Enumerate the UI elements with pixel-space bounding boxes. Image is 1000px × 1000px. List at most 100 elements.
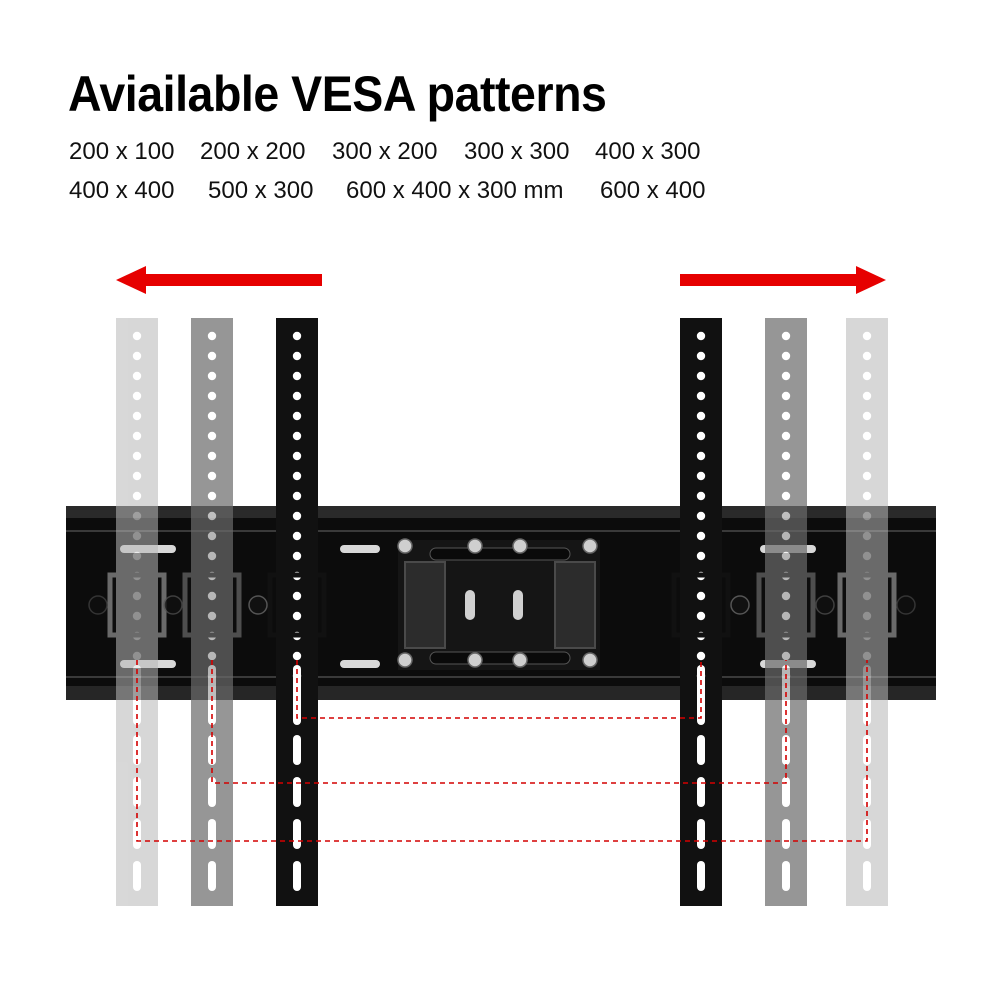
arm-hole [862,371,872,381]
arm-slot [697,777,705,807]
arm-hole [292,371,302,381]
bolt [467,652,483,668]
arm-hole [862,351,872,361]
arm-hole [207,611,217,621]
arm-hole [292,591,302,601]
vesa-pattern: 600 x 400 x 300 mm [346,177,564,204]
arm-hole [696,611,706,621]
lock-knob-icon [815,595,835,615]
arm-hole [292,411,302,421]
arm-hole [292,651,302,661]
arm-hole [862,471,872,481]
arm-hole [207,531,217,541]
arm-hook [671,572,731,638]
arm-hole [781,491,791,501]
lock-knob-icon [163,595,183,615]
arm-hole [292,351,302,361]
arm-hole [132,411,142,421]
arm-hole [292,431,302,441]
arm-hole [132,491,142,501]
plate-edge-line [66,530,936,532]
vertical-arm [756,318,835,906]
arm-hole [132,371,142,381]
vesa-pattern: 600 x 400 [600,177,706,204]
arm-hole [862,391,872,401]
arm-hole [207,471,217,481]
arm-hole [207,451,217,461]
arm-hole [781,511,791,521]
arm-hole [132,351,142,361]
arm-hole [292,471,302,481]
arm-hole [696,651,706,661]
arm-hole [132,531,142,541]
lock-knob-icon [730,595,750,615]
arm-hole [781,651,791,661]
vesa-pattern: 300 x 200 [332,138,438,165]
arm-hole [696,551,706,561]
arm-hole [132,451,142,461]
arm-hole [132,551,142,561]
arm-slot [782,777,790,807]
arm-hole [132,391,142,401]
arm-hole [132,431,142,441]
arm-hole [862,611,872,621]
arm-hook [756,572,816,638]
arm-slot [782,819,790,849]
arm-hole [132,611,142,621]
arm-hole [862,511,872,521]
arm-hole [207,391,217,401]
arm-slot [863,777,871,807]
arm-hole [781,411,791,421]
arm-hole [132,591,142,601]
arm-slot [697,735,705,765]
arm-hook [182,572,242,638]
arm-slot [293,735,301,765]
arm-hole [292,491,302,501]
center-rail [429,547,571,561]
slide-arrows [116,266,886,294]
arm-slot [293,777,301,807]
center-bracket-frame [554,561,596,649]
arrow-shaft [140,274,322,286]
center-slot [465,590,475,620]
vertical-arm [248,318,327,906]
bolt [512,538,528,554]
arm-hole [781,451,791,461]
arrow-right-icon [680,266,886,294]
arm-hook [267,572,327,638]
arrow-head [856,266,886,294]
vesa-guide-line [136,660,868,842]
arm-slot [697,665,705,725]
arm-hole [292,551,302,561]
arm-hole [132,331,142,341]
arm-slot [863,861,871,891]
arm-hole [292,611,302,621]
bolt [582,538,598,554]
arm-slot [293,861,301,891]
arrow-shaft [680,274,862,286]
vesa-pattern: 200 x 200 [200,138,306,165]
arm-hole [696,531,706,541]
lock-knob-icon [88,595,108,615]
arm-hole [292,451,302,461]
arm-hole [696,491,706,501]
arm-hole [207,431,217,441]
arm-hole [207,331,217,341]
vesa-pattern: 200 x 100 [69,138,175,165]
arm-slot [208,861,216,891]
arm-hole [862,411,872,421]
plate-slot [340,545,380,553]
bolt [397,538,413,554]
arm-hole [207,511,217,521]
arm-hole [696,351,706,361]
bolt [512,652,528,668]
arm-slot [697,861,705,891]
vesa-pattern: 500 x 300 [208,177,314,204]
arm-hole [207,371,217,381]
arm-hole [132,471,142,481]
arm-hole [292,331,302,341]
vertical-arm [837,318,916,906]
bolt [397,652,413,668]
arm-slot [208,665,216,725]
